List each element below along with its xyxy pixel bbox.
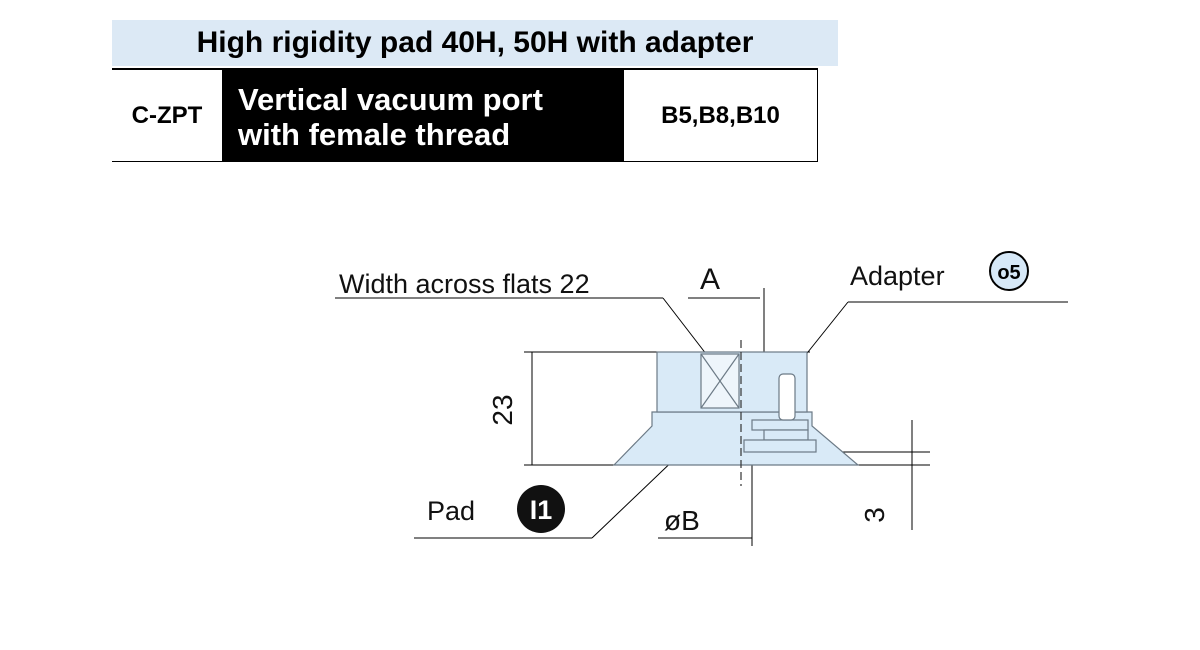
pad-leader — [591, 451, 683, 539]
port-description-line2: with female thread — [238, 117, 511, 152]
adapter-nut — [763, 429, 809, 441]
port-description: Vertical vacuum port with female thread — [222, 70, 624, 161]
dim-a-label: A — [700, 263, 720, 296]
spec-row: C-ZPT Vertical vacuum port with female t… — [112, 68, 818, 162]
thread-options: B5,B8,B10 — [661, 101, 780, 129]
width-across-flats-label: Width across flats 22 — [339, 269, 590, 299]
dim-23-label: 23 — [487, 394, 518, 425]
adapter-badge-text: o5 — [997, 262, 1020, 284]
pad-label: Pad — [427, 496, 475, 526]
dim-b-label: øB — [664, 505, 700, 536]
pad-body — [612, 411, 860, 466]
flats-cross-2 — [700, 353, 740, 409]
adapter-stem — [778, 373, 796, 421]
pad-badge-text: I1 — [530, 495, 553, 525]
adapter-base — [743, 439, 817, 453]
adapter-leader — [799, 301, 849, 363]
port-description-line1: Vertical vacuum port — [238, 82, 543, 117]
pad-badge: I1 — [517, 485, 565, 533]
dim-3-label: 3 — [859, 507, 890, 523]
section-title: High rigidity pad 40H, 50H with adapter — [112, 20, 838, 66]
adapter-plate — [751, 419, 809, 431]
model-code: C-ZPT — [131, 101, 203, 129]
adapter-badge: o5 — [989, 251, 1029, 291]
adapter-label: Adapter — [850, 261, 945, 291]
